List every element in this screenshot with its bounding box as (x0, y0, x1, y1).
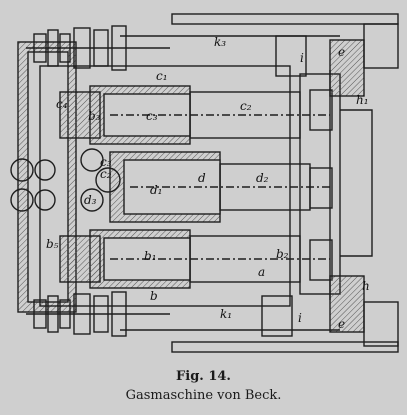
figure-number: Fig. 14. (176, 369, 231, 384)
valve-bodies (10, 148, 121, 212)
right-bracket (340, 109, 373, 257)
label-c3-upper: c₃ (146, 109, 158, 123)
label-b2: b₂ (276, 247, 289, 261)
label-k1: k₁ (220, 307, 232, 321)
drawing-linework (10, 13, 399, 353)
top-valve-gear (26, 25, 170, 71)
label-c4: c₄ (56, 97, 68, 111)
lower-cylinder (59, 229, 330, 289)
flywheel-gears (261, 23, 399, 347)
label-c2-mid: c₂ (100, 167, 112, 181)
label-d: d (198, 171, 206, 185)
bottom-valve-gear (26, 291, 170, 337)
gas-engine-drawing: k₃ i e c₁ c₄ b₃ c₃ c₂ h₁ c₃ c₂ d₃ d d₂ d… (10, 13, 399, 353)
label-i-top: i (300, 51, 304, 65)
label-e-top: e (338, 45, 345, 59)
label-e-bottom: e (338, 317, 345, 331)
label-i-bottom: i (298, 311, 302, 325)
top-rail (171, 13, 399, 25)
label-c1-top: c₁ (156, 69, 168, 83)
upper-cylinder (59, 85, 330, 145)
crankshaft (299, 70, 341, 300)
label-b: b (150, 289, 158, 303)
middle-cylinder (109, 151, 330, 223)
label-c3-mid: c₃ (100, 155, 112, 169)
label-a: a (258, 265, 265, 279)
label-b1: b₁ (144, 249, 157, 263)
bottom-rail (171, 341, 399, 353)
label-k3: k₃ (214, 35, 226, 49)
drawing-labels: k₃ i e c₁ c₄ b₃ c₃ c₂ h₁ c₃ c₂ d₃ d d₂ d… (46, 35, 370, 331)
figure-title: Gasmaschine von Beck. (125, 388, 282, 403)
label-b3: b₃ (88, 109, 101, 123)
label-h: h (362, 279, 370, 293)
label-b5: b₅ (46, 237, 59, 251)
label-d2: d₂ (256, 171, 269, 185)
label-d3: d₃ (84, 193, 97, 207)
label-d1: d₁ (150, 183, 163, 197)
label-h1: h₁ (356, 93, 369, 107)
label-c2: c₂ (240, 99, 252, 113)
cylinder-housing (39, 65, 291, 307)
